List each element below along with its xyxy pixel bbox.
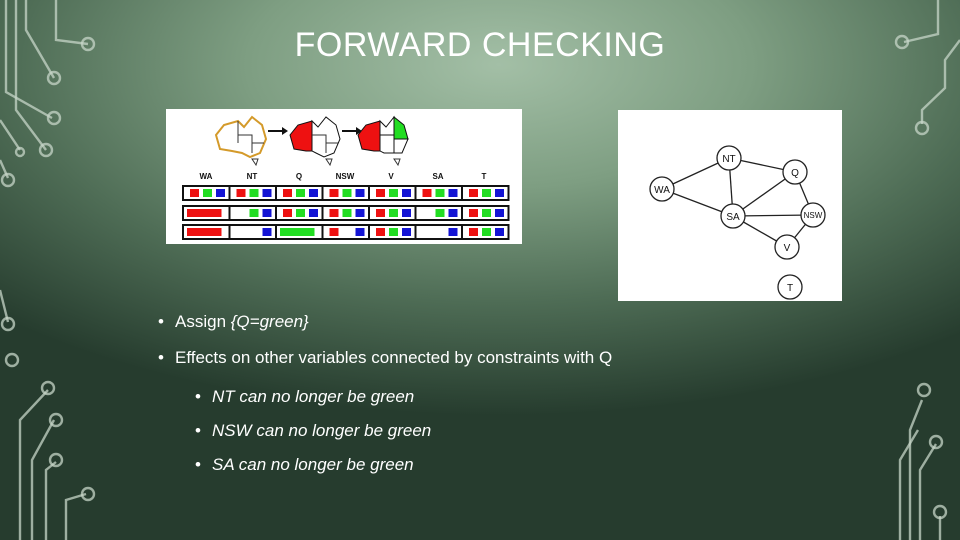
graph-node-v xyxy=(774,234,800,260)
domain-swatch xyxy=(435,189,445,197)
column-header-sa: SA xyxy=(432,172,443,181)
domain-swatch xyxy=(190,189,199,197)
node-label-nsw: NSW xyxy=(804,211,823,220)
bullet-assign-text: Assign xyxy=(175,312,231,331)
domain-swatch xyxy=(402,209,411,217)
domain-swatch xyxy=(389,209,398,217)
domain-swatch xyxy=(376,209,385,217)
domain-swatch xyxy=(482,209,491,217)
domain-swatch xyxy=(422,189,432,197)
node-label-v: V xyxy=(784,243,791,254)
domain-swatch xyxy=(495,189,504,197)
domain-swatch xyxy=(376,189,385,197)
domain-swatch xyxy=(309,209,318,217)
domain-swatch xyxy=(262,189,272,197)
domain-swatch xyxy=(448,228,458,236)
graph-node-wa xyxy=(649,176,675,202)
domain-swatch xyxy=(435,209,445,217)
domain-table-figure: WA NT Q NSW V SA T xyxy=(166,109,522,244)
domain-swatch xyxy=(216,189,225,197)
column-header-q: Q xyxy=(296,172,302,181)
domain-swatch xyxy=(469,189,478,197)
column-header-t: T xyxy=(482,172,487,181)
domain-swatch xyxy=(283,209,292,217)
domain-swatch xyxy=(187,209,222,217)
edge-sa-nsw xyxy=(732,214,814,217)
graph-node-sa xyxy=(720,203,746,229)
australia-map-icon xyxy=(289,116,341,167)
domain-swatch xyxy=(203,189,212,197)
domain-swatch xyxy=(402,189,411,197)
domain-row xyxy=(182,224,510,240)
domain-swatch xyxy=(329,189,339,197)
forward-checking-illustration: WA NT Q NSW V SA T xyxy=(182,115,510,240)
australia-map-icon xyxy=(357,115,409,167)
domain-swatch xyxy=(249,189,259,197)
bullet-assign: Assign {Q=green} xyxy=(158,308,678,336)
domain-swatch xyxy=(376,228,385,236)
domain-swatch xyxy=(236,189,246,197)
sub-bullet-nt: NT can no longer be green xyxy=(195,380,678,414)
domain-swatch xyxy=(280,228,315,236)
domain-swatch xyxy=(469,209,478,217)
column-header-nsw: NSW xyxy=(336,172,355,181)
domain-swatch xyxy=(469,228,478,236)
domain-rows xyxy=(182,185,510,240)
domain-swatch xyxy=(448,189,458,197)
domain-swatch xyxy=(296,209,305,217)
graph-node-t xyxy=(777,274,803,300)
arrow-icon xyxy=(268,127,288,135)
constraint-graph-figure: NT Q WA SA NSW V T xyxy=(618,110,842,301)
arrow-icon xyxy=(342,127,362,135)
constraint-graph: NT Q WA SA NSW V T xyxy=(649,145,826,300)
graph-node-q xyxy=(782,159,808,185)
graph-node-nt xyxy=(716,145,742,171)
domain-swatch xyxy=(495,228,504,236)
bullet-effects: Effects on other variables connected by … xyxy=(158,344,645,372)
domain-swatch xyxy=(389,228,398,236)
edge-q-sa xyxy=(732,171,796,217)
node-label-wa: WA xyxy=(654,185,670,196)
domain-swatch xyxy=(262,209,272,217)
domain-swatch xyxy=(309,189,318,197)
node-label-q: Q xyxy=(791,168,799,179)
sub-bullet-nsw: NSW can no longer be green xyxy=(195,414,678,448)
slide-title: FORWARD CHECKING xyxy=(294,26,666,64)
domain-swatch xyxy=(495,209,504,217)
column-header-nt: NT xyxy=(247,172,258,181)
domain-swatch xyxy=(355,209,365,217)
bullet-assign-value: {Q=green} xyxy=(230,312,309,331)
domain-swatch xyxy=(482,228,491,236)
domain-swatch xyxy=(355,189,365,197)
domain-swatch xyxy=(402,228,411,236)
domain-swatch xyxy=(448,209,458,217)
domain-swatch xyxy=(262,228,272,236)
domain-swatch xyxy=(342,189,352,197)
domain-swatch xyxy=(329,228,339,236)
graph-node-nsw xyxy=(800,202,826,228)
domain-swatch xyxy=(342,209,352,217)
edge-wa-sa xyxy=(661,188,734,217)
column-header-wa: WA xyxy=(200,172,213,181)
domain-swatch xyxy=(389,189,398,197)
domain-swatch xyxy=(249,209,259,217)
sub-bullet-sa: SA can no longer be green xyxy=(195,448,678,482)
domain-swatch xyxy=(482,189,491,197)
domain-swatch xyxy=(329,209,339,217)
australia-map-icon xyxy=(214,115,268,167)
domain-swatch xyxy=(283,189,292,197)
node-label-t: T xyxy=(787,283,793,294)
node-label-sa: SA xyxy=(726,212,740,223)
domain-swatch xyxy=(296,189,305,197)
domain-swatch xyxy=(355,228,365,236)
node-label-nt: NT xyxy=(722,154,735,165)
bullet-list: Assign {Q=green} Effects on other variab… xyxy=(158,308,678,482)
column-header-v: V xyxy=(388,172,394,181)
domain-swatch xyxy=(187,228,222,236)
